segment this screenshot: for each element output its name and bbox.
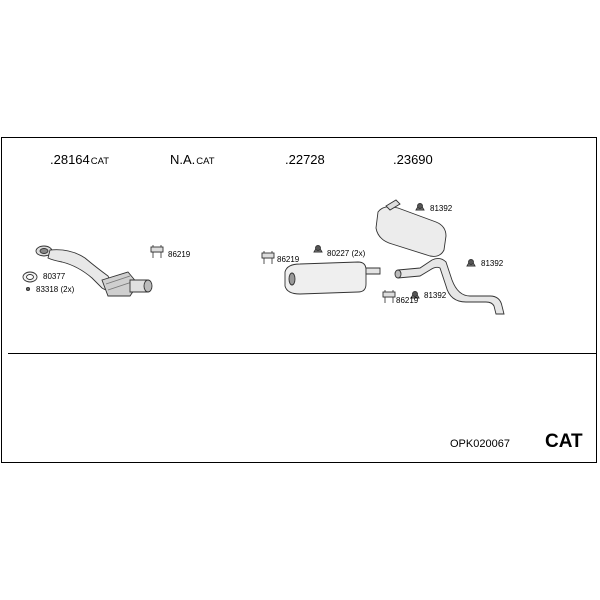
catalytic-converter-icon (35, 245, 153, 297)
part-label: 80227 (2x) (327, 249, 366, 258)
part-label: 86219 (277, 255, 300, 264)
rubber-hanger-icon (466, 259, 476, 267)
product-code: OPK020067 (450, 438, 510, 450)
part-label: 81392 (430, 204, 453, 213)
header-na-part: N.A.CAT (170, 152, 215, 167)
rubber-hanger-icon (313, 245, 323, 253)
part-label: 81392 (424, 291, 447, 300)
part-label: 80377 (43, 272, 66, 281)
catalyst-type-label: CAT (545, 431, 583, 452)
header-number: .28164 (50, 152, 90, 167)
header-middle-silencer: .22728 (285, 152, 325, 167)
rubber-hanger-icon (410, 291, 420, 299)
header-rear-silencer: .23690 (393, 152, 433, 167)
clamp-icon (261, 251, 275, 264)
part-label: 81392 (481, 259, 504, 268)
part-label: 86219 (168, 250, 191, 259)
header-suffix: CAT (196, 156, 215, 167)
part-label: 86219 (396, 296, 419, 305)
header-number: .23690 (393, 152, 433, 167)
bolt-icon (25, 286, 31, 292)
header-suffix: CAT (90, 156, 110, 167)
rear-silencer-icon (375, 199, 505, 315)
part-label: 83318 (2x) (36, 285, 75, 294)
section-divider (8, 353, 596, 354)
header-number: N.A. (170, 152, 196, 167)
clamp-icon (382, 290, 396, 303)
middle-silencer-icon (284, 261, 381, 295)
rubber-hanger-icon (415, 203, 425, 211)
gasket-icon (22, 271, 38, 283)
header-number: .22728 (285, 152, 325, 167)
clamp-icon (150, 245, 164, 258)
header-catalyst-part: .28164CAT (50, 152, 109, 167)
